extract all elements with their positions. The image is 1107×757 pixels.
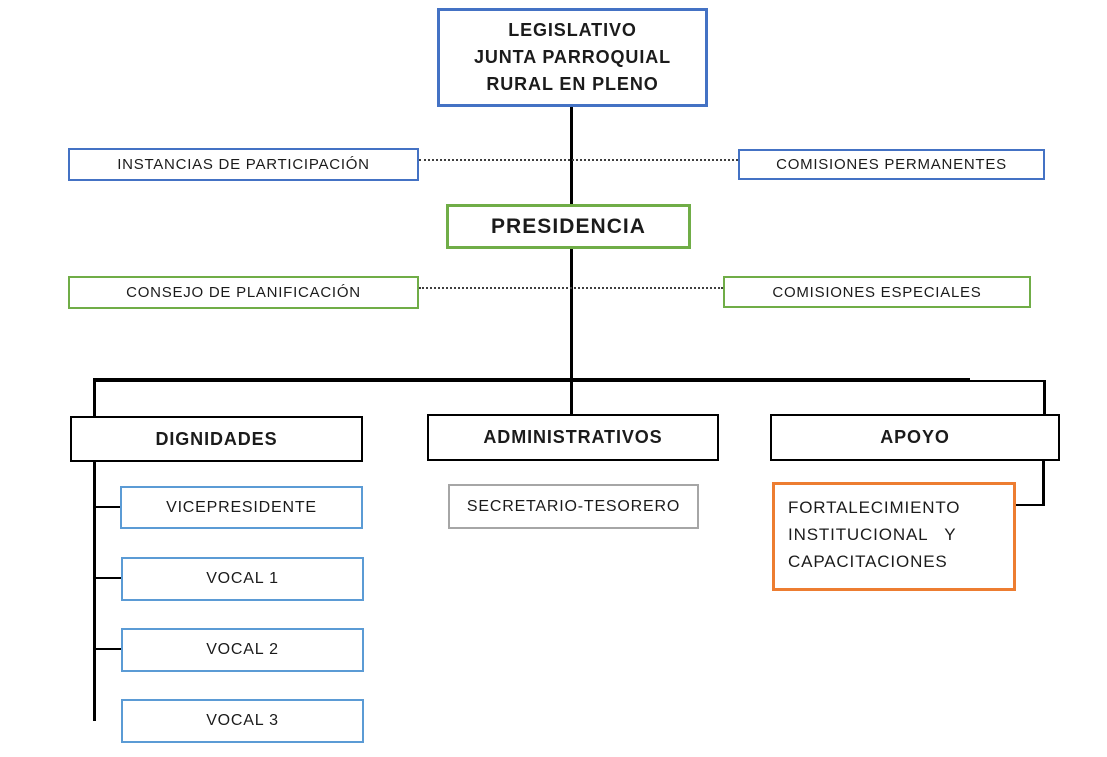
node-administrativos: ADMINISTRATIVOS — [427, 414, 719, 461]
node-legislativo-junta-parroquial: LEGISLATIVO JUNTA PARROQUIAL RURAL EN PL… — [437, 8, 708, 107]
connector-center-vertical — [570, 107, 573, 415]
connector-dotted-consejo-especiales — [419, 287, 723, 289]
node-vocal-1: VOCAL 1 — [121, 557, 364, 601]
connector-right-vertical-top — [1043, 380, 1046, 416]
connector-stub-vocal-2 — [95, 648, 122, 650]
connector-stub-vicepresidente — [95, 506, 122, 508]
node-apoyo: APOYO — [770, 414, 1060, 461]
node-vocal-2: VOCAL 2 — [121, 628, 364, 672]
connector-stub-vocal-1 — [95, 577, 122, 579]
node-dignidades: DIGNIDADES — [70, 416, 363, 462]
connector-main-horizontal-extension — [965, 380, 1046, 382]
node-comisiones-especiales: COMISIONES ESPECIALES — [723, 276, 1031, 308]
node-secretario-tesorero: SECRETARIO-TESORERO — [448, 484, 699, 529]
connector-left-vertical — [93, 378, 96, 721]
node-presidencia: PRESIDENCIA — [446, 204, 691, 249]
node-fortalecimiento-institucional: FORTALECIMIENTO INSTITUCIONAL Y CAPACITA… — [772, 482, 1016, 591]
connector-dotted-participacion-permanentes — [419, 159, 738, 161]
node-consejo-de-planificacion: CONSEJO DE PLANIFICACIÓN — [68, 276, 419, 309]
node-comisiones-permanentes: COMISIONES PERMANENTES — [738, 149, 1045, 180]
node-instancias-de-participacion: INSTANCIAS DE PARTICIPACIÓN — [68, 148, 419, 181]
connector-right-vertical-bottom — [1042, 461, 1045, 506]
node-vicepresidente: VICEPRESIDENTE — [120, 486, 363, 529]
node-vocal-3: VOCAL 3 — [121, 699, 364, 743]
connector-main-horizontal — [93, 378, 970, 382]
connector-stub-fortalecimiento — [1016, 504, 1045, 506]
